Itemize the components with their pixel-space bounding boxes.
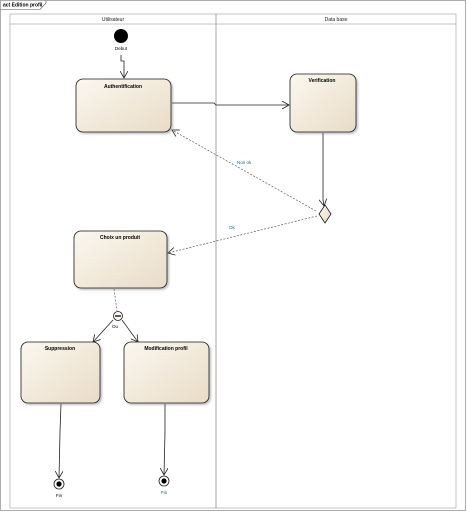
frame-tab <box>0 0 47 10</box>
edge-auth-to-verification <box>172 103 289 105</box>
fork-label: Ou <box>112 324 119 329</box>
decision-node[interactable] <box>318 204 332 224</box>
fork-node[interactable] <box>113 311 123 321</box>
lane-database <box>215 13 457 509</box>
edge-fork-to-suppression <box>93 319 114 342</box>
edge-verification-to-decision <box>323 133 324 206</box>
initial-node-label: Debut <box>115 46 128 51</box>
final-node-modification-label: Fin <box>161 490 168 495</box>
action-authentification-label: Authentification <box>104 84 142 90</box>
frame-title: act Edition profil <box>3 3 43 9</box>
action-choix-produit-label: Choix un produit <box>100 235 140 241</box>
action-verification-label: Verification <box>309 78 336 84</box>
edge-choix-to-fork <box>113 288 118 312</box>
final-node-modification[interactable] <box>158 475 170 487</box>
action-modification-profil-label: Modification profil <box>144 346 188 352</box>
lane-label-utilisateur: Utilisateur <box>102 17 125 23</box>
action-modification-profil[interactable]: Modification profil <box>123 341 210 404</box>
action-verification[interactable]: Verification <box>289 73 357 133</box>
edge-start-to-auth <box>121 55 124 78</box>
guard-non-ok: Non ok <box>237 160 252 165</box>
action-authentification[interactable]: Authentification <box>75 78 172 133</box>
guard-ok: Ok <box>229 225 236 230</box>
lane-label-database: Data base <box>325 17 348 23</box>
action-choix-produit[interactable]: Choix un produit <box>73 230 168 289</box>
final-node-suppression-label: Fin <box>56 493 63 498</box>
edge-modification-to-fin <box>164 404 165 475</box>
edge-suppression-to-fin <box>59 403 61 478</box>
action-suppression[interactable]: Suppression <box>20 341 101 404</box>
action-suppression-label: Suppression <box>45 346 75 352</box>
edge-decision-to-choix-ok <box>168 215 318 253</box>
edge-fork-to-modification <box>121 319 138 342</box>
final-node-suppression[interactable] <box>53 478 65 490</box>
initial-node[interactable] <box>114 29 128 43</box>
edge-decision-to-auth-non-ok <box>172 130 317 212</box>
